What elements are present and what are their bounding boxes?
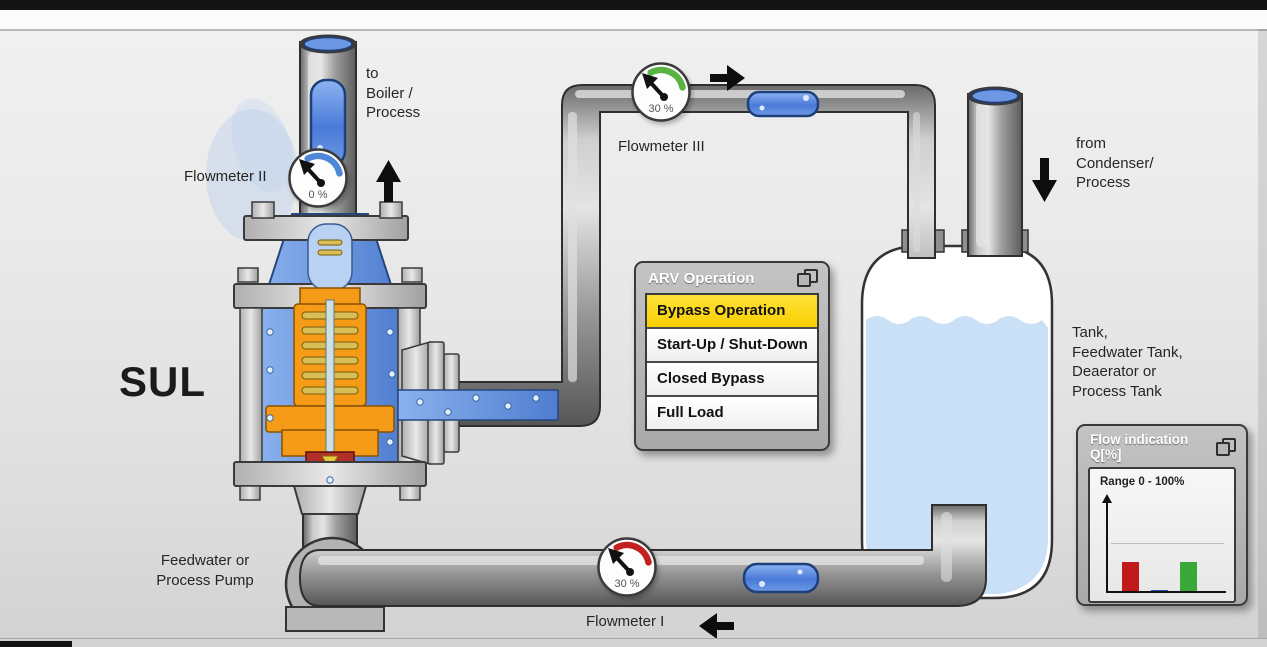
gauge-needle [299, 159, 315, 175]
arv-panel-header: ARV Operation [636, 263, 828, 291]
chart-y-axis [1106, 497, 1108, 593]
arv-mode-menu: Bypass Operation Start-Up / Shut-Down Cl… [645, 293, 819, 431]
menu-item-full-load[interactable]: Full Load [647, 397, 817, 429]
top-white-band [0, 10, 1267, 31]
chart-gridline-50 [1111, 543, 1224, 544]
lens-flare [206, 98, 298, 241]
flow-arrow-right [710, 65, 745, 91]
arv-panel-title: ARV Operation [648, 269, 755, 287]
gauge-needle [608, 548, 624, 564]
gauge-face [597, 537, 657, 597]
flowmeter-3-value: 30 % [648, 103, 674, 115]
flow-arrows [376, 65, 1057, 639]
flowmeter-1-label: Flowmeter I [586, 613, 665, 630]
menu-item-bypass-operation[interactable]: Bypass Operation [647, 295, 817, 329]
gauge-arc [304, 152, 343, 177]
chart-bars [1122, 495, 1226, 591]
flow-arrow-up [376, 160, 401, 202]
top-letterbox-bar [0, 0, 1267, 10]
chart-plot-area [1102, 494, 1226, 593]
right-edge-vignette [1258, 29, 1267, 638]
valve-model-label: SUL [119, 358, 206, 405]
flowmeter-2-gauge: 0 % [287, 147, 349, 209]
sight-glass-bypass [746, 90, 820, 118]
flow-arrow-left [699, 613, 734, 639]
flowmeter-2-value: 0 % [308, 189, 328, 201]
bolt-dots [266, 328, 540, 484]
menu-item-closed-bypass[interactable]: Closed Bypass [647, 363, 817, 397]
pipe-to-boiler [299, 34, 357, 243]
pump-label: Feedwater or Process Pump [156, 552, 254, 589]
tank-label: Tank, Feedwater Tank, Deaerator or Proce… [1072, 324, 1183, 400]
bottom-letterbox-fragment [0, 641, 72, 647]
sul-valve [233, 201, 559, 515]
from-condenser-label: from Condenser/ Process [1076, 135, 1154, 191]
window-restore-icon[interactable] [797, 269, 818, 287]
tank-water [866, 316, 1048, 594]
bar-flowmeter-2 [1151, 590, 1168, 591]
gauge-arc [613, 541, 652, 566]
gauge-arc [647, 66, 686, 91]
flow-panel-title: Flow indication Q[%] [1090, 432, 1189, 462]
flowmeter-1-value: 30 % [614, 578, 640, 590]
flowmeter-3-gauge: 30 % [630, 61, 692, 123]
chart-y-axis-arrow [1102, 489, 1112, 503]
gauge-face [288, 148, 348, 208]
flowmeter-2-label: Flowmeter II [184, 168, 267, 185]
flow-panel-header: Flow indication Q[%] [1078, 426, 1246, 466]
pipe-from-condenser [967, 86, 1023, 257]
chart-x-axis [1106, 591, 1226, 593]
flowmeter-3-label: Flowmeter III [618, 138, 705, 155]
to-boiler-label: to Boiler / Process [366, 65, 421, 121]
flow-indication-panel: Flow indication Q[%] Range 0 - 100% [1076, 424, 1248, 606]
sight-glass-recirculation [742, 562, 820, 594]
flow-bar-chart: Range 0 - 100% [1088, 467, 1236, 603]
chart-range-label: Range 0 - 100% [1100, 476, 1185, 488]
arv-operation-panel: ARV Operation Bypass Operation Start-Up … [634, 261, 830, 451]
menu-item-startup-shutdown[interactable]: Start-Up / Shut-Down [647, 329, 817, 363]
bar-flowmeter-1 [1122, 562, 1139, 591]
flow-arrow-down [1032, 158, 1057, 202]
gauge-needle [642, 73, 658, 89]
bottom-divider [0, 638, 1267, 639]
tank [860, 229, 1054, 600]
flowmeter-1-gauge: 30 % [596, 536, 658, 598]
gauge-face [631, 62, 691, 122]
bar-flowmeter-3 [1180, 562, 1197, 591]
window-restore-icon[interactable] [1216, 438, 1236, 456]
